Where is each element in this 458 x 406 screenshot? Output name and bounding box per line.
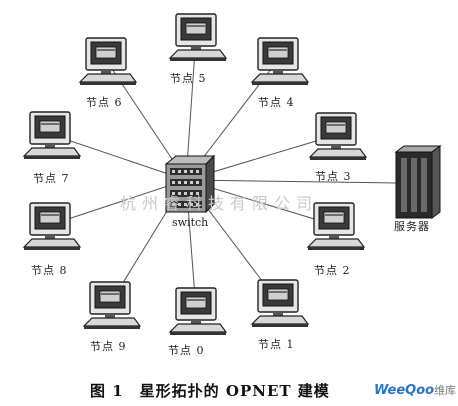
node-8-computer-icon (22, 202, 82, 250)
server-icon (394, 145, 442, 219)
node-2-label: 节点 2 (314, 264, 351, 277)
link-node-7 (49, 133, 187, 181)
switch-label: switch (172, 216, 209, 229)
node-7-computer-icon (22, 111, 82, 159)
link-node-8 (49, 179, 187, 226)
node-1-computer-icon (250, 279, 310, 327)
node-6-label: 节点 6 (86, 96, 123, 109)
node-6-computer-icon (78, 37, 138, 85)
logo-suffix: 维库 (434, 384, 457, 397)
node-0-label: 节点 0 (168, 344, 205, 357)
node-1-label: 节点 1 (258, 338, 295, 351)
node-7-label: 节点 7 (33, 172, 70, 185)
node-4-label: 节点 4 (258, 96, 295, 109)
node-5-label: 节点 5 (170, 72, 207, 85)
node-5-computer-icon (168, 13, 228, 61)
site-logo: WeeQoo维库 (374, 382, 456, 398)
node-3-label: 节点 3 (315, 170, 352, 183)
server-label: 服务器 (394, 220, 430, 233)
logo-brand: WeeQoo (374, 383, 435, 398)
switch-icon (164, 154, 216, 214)
link-server (185, 179, 397, 184)
node-9-computer-icon (82, 281, 142, 329)
node-0-computer-icon (168, 287, 228, 335)
node-4-computer-icon (250, 37, 310, 85)
node-8-label: 节点 8 (31, 264, 68, 277)
node-3-computer-icon (308, 112, 368, 160)
watermark: 杭州睿科技有限公司 (120, 194, 319, 213)
node-9-label: 节点 9 (90, 340, 127, 353)
figure-caption: 图 1 星形拓扑的 OPNET 建模 (90, 382, 330, 400)
node-2-computer-icon (306, 202, 366, 250)
